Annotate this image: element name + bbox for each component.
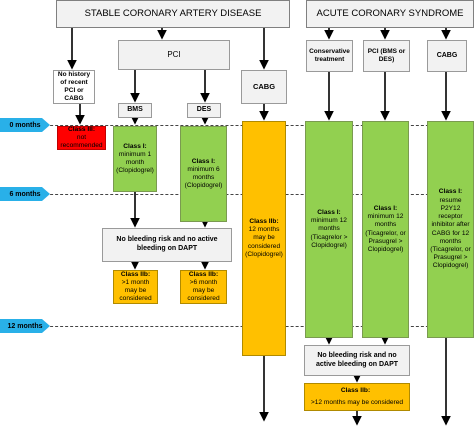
des-node: DES	[187, 103, 221, 118]
timeline-line-0	[0, 125, 474, 126]
bms-class-iib-text: >1 month may be considered	[119, 278, 152, 303]
timeline-12-label: 12 months	[7, 322, 43, 330]
acs-class-iib-box: Class IIb: >12 months may be considered	[304, 383, 410, 411]
no-bleeding-acs-label: No bleeding risk and no active bleeding …	[315, 351, 399, 368]
cabg-stable-label: CABG	[252, 82, 276, 92]
acs-class-iib-text: >12 months may be considered	[310, 398, 404, 406]
bms-class-i-label: Class I:	[123, 142, 147, 150]
conservative-class-i-text: minimum 12 months (Ticagrelor > Clopidog…	[310, 217, 348, 249]
bms-class-i-box: Class I: minimum 1 month (Clopidogrel)	[113, 126, 157, 192]
timeline-12-months: 12 months	[0, 319, 50, 333]
cabg-acs-label: CABG	[436, 51, 458, 59]
timeline-6-label: 6 months	[9, 190, 41, 198]
des-class-i-text: minimum 6 months (Clopidogrel)	[184, 165, 223, 190]
des-class-i-label: Class I:	[191, 157, 216, 165]
bms-node: BMS	[118, 103, 152, 118]
acs-class-iib-label: Class IIb:	[340, 386, 371, 394]
des-class-iib-text: >6 month may be considered	[187, 278, 220, 303]
acs-header-text: ACUTE CORONARY SYNDROME	[316, 8, 464, 20]
class-iii-text: not recommended	[60, 133, 103, 150]
bms-class-iib-box: Class IIb: >1 month may be considered	[113, 270, 158, 304]
conservative-node: Conservative treatment	[306, 40, 353, 72]
bms-class-iib-label: Class IIb:	[120, 270, 151, 278]
stable-cad-header: STABLE CORONARY ARTERY DISEASE	[56, 0, 290, 28]
stable-cad-header-text: STABLE CORONARY ARTERY DISEASE	[84, 8, 262, 20]
acs-header: ACUTE CORONARY SYNDROME	[306, 0, 474, 28]
no-history-node: No history of recent PCI or CABG	[53, 70, 95, 104]
timeline-0-label: 0 months	[9, 121, 41, 129]
pci-acs-class-i-box: Class I: minimum 12 months (Ticagrelor, …	[362, 121, 409, 338]
pci-stable-label: PCI	[167, 50, 181, 59]
conservative-label: Conservative treatment	[309, 47, 350, 63]
cabg-stable-class-iib-label: Class IIb:	[249, 217, 279, 225]
class-iii-label: Class III:	[67, 125, 96, 133]
bms-class-i-text: minimum 1 month (Clopidogrel)	[116, 150, 154, 175]
pci-acs-label: PCI (BMS or DES)	[367, 47, 406, 63]
des-label: DES	[196, 106, 212, 114]
timeline-line-12	[0, 326, 474, 327]
timeline-6-months: 6 months	[0, 187, 50, 201]
conservative-class-i-box: Class I: minimum 12 months (Ticagrelor >…	[305, 121, 353, 338]
pci-acs-node: PCI (BMS or DES)	[363, 40, 410, 72]
cabg-stable-node: CABG	[241, 70, 287, 104]
conservative-class-i-label: Class I:	[317, 208, 341, 216]
des-class-iib-box: Class IIb: >6 month may be considered	[180, 270, 227, 304]
class-iii-box: Class III: not recommended	[57, 126, 106, 150]
des-class-iib-label: Class IIb:	[188, 270, 219, 278]
cabg-stable-class-iib-box: Class IIb: 12 months may be considered (…	[242, 121, 286, 356]
no-history-label: No history of recent PCI or CABG	[57, 70, 91, 103]
des-class-i-box: Class I: minimum 6 months (Clopidogrel)	[180, 126, 227, 222]
no-bleeding-stable-node: No bleeding risk and no active bleeding …	[102, 228, 232, 262]
cabg-acs-node: CABG	[427, 40, 467, 72]
cabg-acs-class-i-text: resume P2Y12 receptor inhibitor after CA…	[430, 196, 471, 270]
no-bleeding-acs-node: No bleeding risk and no active bleeding …	[304, 345, 410, 376]
cabg-acs-class-i-label: Class I:	[438, 188, 463, 196]
timeline-line-6	[0, 194, 474, 195]
pci-acs-class-i-text: minimum 12 months (Ticagrelor, or Prasug…	[365, 213, 406, 253]
pci-stable-node: PCI	[118, 40, 230, 70]
cabg-stable-class-iib-text: 12 months may be considered (Clopidogrel…	[245, 226, 283, 258]
no-bleeding-stable-label: No bleeding risk and no active bleeding …	[116, 236, 218, 252]
bms-label: BMS	[127, 106, 143, 114]
pci-acs-class-i-label: Class I:	[373, 204, 398, 212]
timeline-0-months: 0 months	[0, 118, 50, 132]
cabg-acs-class-i-box: Class I: resume P2Y12 receptor inhibitor…	[427, 121, 474, 338]
